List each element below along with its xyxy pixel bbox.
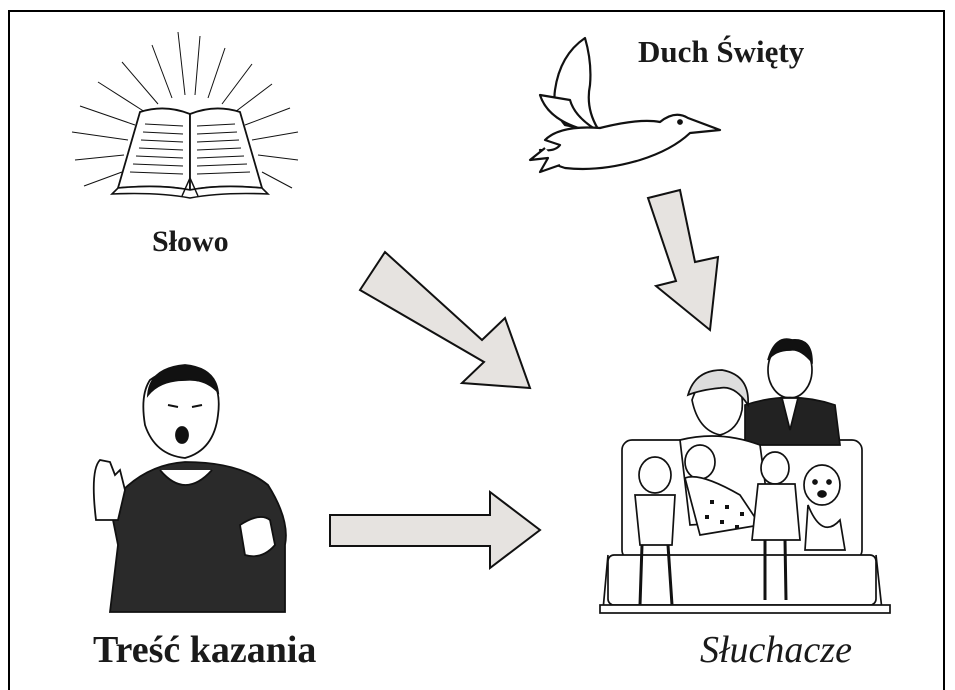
preacher-icon xyxy=(92,364,287,613)
arrow-spirit-to-listeners xyxy=(646,188,720,332)
diagram-canvas xyxy=(71,31,891,614)
label-sermon-content: Treść kazania xyxy=(93,629,317,671)
label-listeners: Słuchacze xyxy=(700,629,852,671)
family-on-couch-icon xyxy=(599,338,891,614)
label-word: Słowo xyxy=(152,225,229,258)
label-holy-spirit: Duch Święty xyxy=(638,34,805,69)
arrow-sermon-to-listeners xyxy=(329,489,542,571)
open-bible-icon xyxy=(71,31,299,199)
diagram-frame xyxy=(8,10,945,690)
arrows xyxy=(329,188,720,571)
dove-icon xyxy=(528,36,722,174)
arrow-word-to-listeners xyxy=(358,250,532,390)
